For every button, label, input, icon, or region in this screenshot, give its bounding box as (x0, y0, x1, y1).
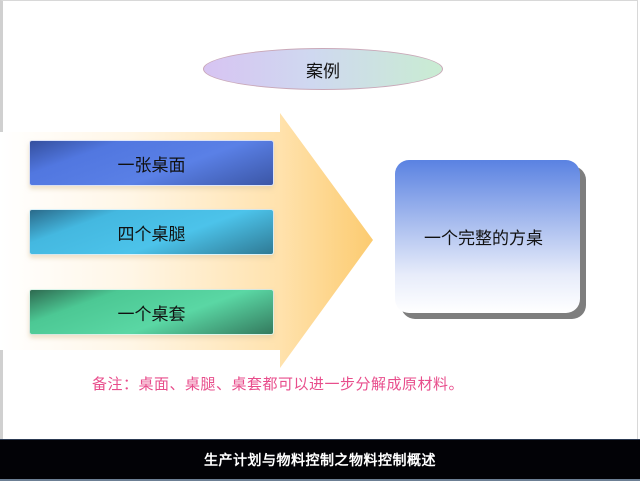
note-text: 备注：桌面、桌腿、桌套都可以进一步分解成原材料。 (92, 375, 465, 393)
footer-bar: 生产计划与物料控制之物料控制概述 (0, 439, 640, 481)
input-item-label: 一张桌面 (117, 155, 186, 176)
input-item-table-legs: 四个桌腿 (29, 209, 274, 255)
title-oval: 案例 (203, 48, 443, 90)
title-text: 案例 (306, 61, 340, 82)
input-item-label: 四个桌腿 (117, 224, 186, 245)
result-box: 一个完整的方桌 (395, 160, 580, 313)
input-item-table-cover: 一个桌套 (29, 289, 274, 335)
footer-title: 生产计划与物料控制之物料控制概述 (204, 452, 436, 469)
input-item-tabletop: 一张桌面 (29, 140, 274, 186)
result-label: 一个完整的方桌 (424, 229, 543, 249)
input-item-label: 一个桌套 (117, 304, 186, 325)
